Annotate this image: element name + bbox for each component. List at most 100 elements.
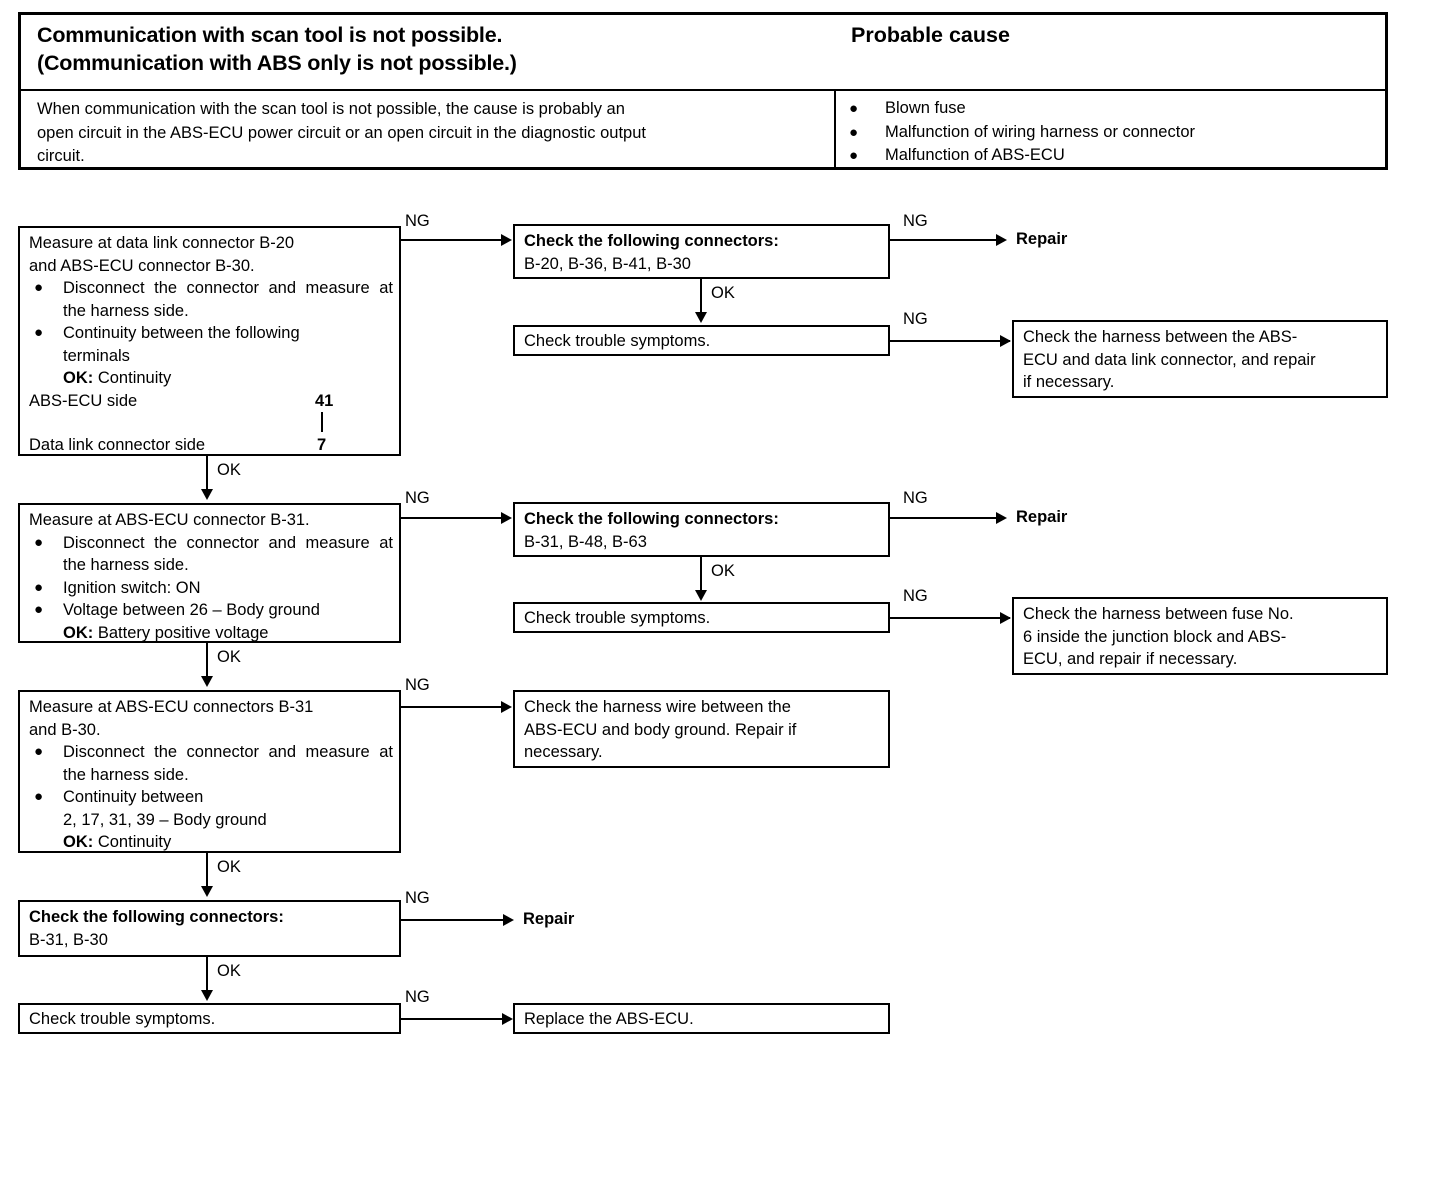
box10-line1: Check the harness wire between the <box>524 698 791 716</box>
bullet-icon: ● <box>849 100 859 117</box>
ok-line-2 <box>206 456 208 494</box>
ng-label-2: NG <box>903 212 928 230</box>
cause-item-label: Malfunction of wiring harness or connect… <box>885 122 1195 141</box>
ok-arrowhead-1 <box>695 312 707 323</box>
terminal-number-dlc: 7 <box>317 436 327 454</box>
step-box-check-symptoms-1: Check trouble symptoms. <box>513 325 890 356</box>
box3-text: Check trouble symptoms. <box>524 332 711 350</box>
box1-item-1-label: Disconnect the connector and measure at … <box>63 279 393 320</box>
ok-arrowhead-4 <box>201 676 213 687</box>
ok-arrowhead-3 <box>695 590 707 601</box>
ok-label-3: OK <box>711 562 735 580</box>
result-box-harness-body-ground: Check the harness wire between the ABS-E… <box>513 690 890 768</box>
symptom-description-line1: When communication with the scan tool is… <box>37 100 625 118</box>
box1-terminal-row-ecu: ABS-ECU side 41 <box>29 390 393 413</box>
ng-line-1 <box>401 239 506 241</box>
ok-line-4 <box>206 643 208 681</box>
table-body-row: When communication with the scan tool is… <box>21 91 1385 167</box>
box6-connector-list: B-31, B-48, B-63 <box>524 532 647 551</box>
ok-label-2: OK <box>217 461 241 479</box>
step-box-check-symptoms-3: Check trouble symptoms. <box>18 1003 401 1034</box>
ng-arrowhead-2 <box>996 234 1007 246</box>
ok-arrowhead-2 <box>201 489 213 500</box>
cause-item: ● Malfunction of wiring harness or conne… <box>847 121 1367 145</box>
result-box-harness-dlc: Check the harness between the ABS- ECU a… <box>1012 320 1388 398</box>
ng-line-9 <box>401 1018 511 1020</box>
terminal-row-dlc-label: Data link connector side <box>29 436 206 454</box>
step-box-check-connectors-3: Check the following connectors: B-31, B-… <box>18 900 401 957</box>
bullet-icon: ● <box>849 147 859 164</box>
ng-line-5 <box>890 517 1002 519</box>
box9-item-1-label: Disconnect the connector and measure at … <box>63 743 393 784</box>
box13-text: Replace the ABS-ECU. <box>524 1010 694 1028</box>
ok-label-4: OK <box>217 648 241 666</box>
ok-label-6: OK <box>217 962 241 980</box>
ok-value: Continuity <box>97 369 172 387</box>
cause-item: ● Malfunction of ABS-ECU <box>847 144 1367 168</box>
result-label-repair-3: Repair <box>523 910 575 928</box>
ng-line-8 <box>401 919 509 921</box>
box9-item-2-line1: Continuity between <box>63 788 204 806</box>
box1-item-2-line2: terminals <box>63 346 130 365</box>
symptom-title-line1: Communication with scan tool is not poss… <box>37 23 503 47</box>
ng-arrowhead-4 <box>501 512 512 524</box>
ok-arrowhead-6 <box>201 990 213 1001</box>
step-box-measure-b31: Measure at ABS-ECU connector B-31. ● Dis… <box>18 503 401 643</box>
terminal-link-line <box>321 412 323 432</box>
box8-line3: ECU, and repair if necessary. <box>1023 650 1238 668</box>
box9-item-2-line2: 2, 17, 31, 39 – Body ground <box>63 810 267 829</box>
box2-title: Check the following connectors: <box>524 232 779 250</box>
box1-terminal-row-dlc: Data link connector side 7 <box>29 434 393 457</box>
step-box-check-symptoms-2: Check trouble symptoms. <box>513 602 890 633</box>
symptom-description-line3: circuit. <box>37 147 85 165</box>
symptom-title-line2: (Communication with ABS only is not poss… <box>37 51 517 75</box>
bullet-icon: ● <box>34 324 44 341</box>
cause-item: ● Blown fuse <box>847 97 1367 121</box>
ng-line-2 <box>890 239 1002 241</box>
box1-item-2-line1: Continuity between the following <box>63 324 300 342</box>
box7-text: Check trouble symptoms. <box>524 609 711 627</box>
box1-line1: Measure at data link connector B-20 <box>29 234 295 252</box>
box9-item-1: ● Disconnect the connector and measure a… <box>29 741 393 786</box>
box5-ok-condition: OK: Battery positive voltage <box>29 622 393 645</box>
cause-item-label: Malfunction of ABS-ECU <box>885 146 1065 164</box>
box5-item-2-label: Ignition switch: ON <box>63 578 201 597</box>
ng-arrowhead-5 <box>996 512 1007 524</box>
box9-ok-condition: OK: Continuity <box>29 831 393 854</box>
box4-line2: ECU and data link connector, and repair <box>1023 350 1316 369</box>
ok-value: Battery positive voltage <box>97 623 269 642</box>
box1-item-2: ● Continuity between the following termi… <box>29 322 393 367</box>
ng-label-3: NG <box>903 310 928 328</box>
cause-item-label: Blown fuse <box>885 99 966 117</box>
box4-line1: Check the harness between the ABS- <box>1023 328 1298 346</box>
ok-prefix: OK: <box>63 623 94 642</box>
table-column-divider <box>834 91 836 167</box>
ok-prefix: OK: <box>63 833 94 851</box>
ok-arrowhead-5 <box>201 886 213 897</box>
box5-line1: Measure at ABS-ECU connector B-31. <box>29 511 310 529</box>
ng-label-7: NG <box>405 676 430 694</box>
bullet-icon: ● <box>34 279 44 296</box>
step-box-measure-b20-b30: Measure at data link connector B-20 and … <box>18 226 401 456</box>
bullet-icon: ● <box>34 578 44 596</box>
bullet-icon: ● <box>34 533 44 551</box>
step-box-check-connectors-2: Check the following connectors: B-31, B-… <box>513 502 890 557</box>
box2-connector-list: B-20, B-36, B-41, B-30 <box>524 254 691 273</box>
ng-line-6 <box>890 617 1010 619</box>
result-label-repair-1: Repair <box>1016 230 1068 248</box>
ng-label-1: NG <box>405 212 430 230</box>
ok-line-1 <box>700 279 702 317</box>
terminal-number-ecu: 41 <box>315 391 334 410</box>
probable-cause-title: Probable cause <box>851 23 1010 47</box>
box5-item-2: ● Ignition switch: ON <box>29 577 393 600</box>
result-box-harness-fuse: Check the harness between fuse No. 6 ins… <box>1012 597 1388 675</box>
box4-line3: if necessary. <box>1023 373 1115 391</box>
probable-cause-list: ● Blown fuse ● Malfunction of wiring har… <box>847 97 1367 168</box>
box8-line1: Check the harness between fuse No. <box>1023 605 1294 623</box>
ok-line-5 <box>206 853 208 891</box>
ng-label-9: NG <box>405 988 430 1006</box>
step-box-check-connectors-1: Check the following connectors: B-20, B-… <box>513 224 890 279</box>
result-box-replace-ecu: Replace the ABS-ECU. <box>513 1003 890 1034</box>
ok-value: Continuity <box>97 833 172 851</box>
